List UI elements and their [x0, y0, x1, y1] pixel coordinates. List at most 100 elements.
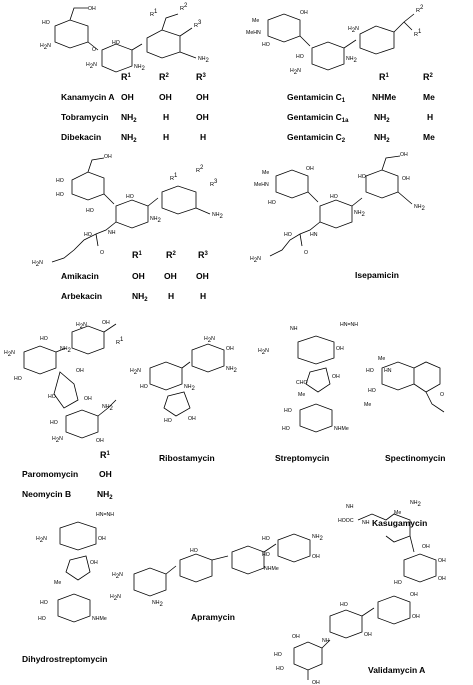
- table-cell: OH: [164, 271, 177, 281]
- table-header: R2: [423, 72, 434, 82]
- ho-label: HO: [48, 394, 56, 400]
- oh-label: OH: [364, 632, 372, 638]
- ho-label: HO: [284, 232, 292, 238]
- table-cell: Me: [423, 132, 435, 142]
- ho-label: HO: [164, 418, 172, 424]
- oh-label: OH: [438, 558, 446, 564]
- compound-name: Dibekacin: [61, 132, 101, 142]
- table-header: R3: [196, 72, 207, 82]
- oh-label: OH: [306, 166, 314, 172]
- compound-name: Streptomycin: [275, 453, 329, 463]
- oh-label: OH: [84, 396, 92, 402]
- ho-label: HO: [262, 42, 270, 48]
- table-cell: OH: [121, 92, 134, 102]
- neomycin-table: R1 Paromomycin OH Neomycin B NH2: [22, 450, 113, 501]
- h2n-label: H2N: [348, 26, 359, 34]
- gentamicin-family-structure: Me MeHN HO OH HO H2N NH2 H2N R2 R1: [246, 5, 424, 76]
- ho-label: HO: [50, 420, 58, 426]
- table-cell: H: [168, 291, 174, 301]
- table-header: R1: [132, 250, 143, 260]
- table-header: R2: [159, 72, 170, 82]
- nh2-label: NH2: [410, 500, 422, 508]
- nh2-label: NH2: [184, 384, 196, 392]
- compound-name: Isepamicin: [355, 270, 399, 280]
- r2-label: R2: [180, 3, 188, 12]
- ho-label: HO: [40, 600, 48, 606]
- ho-label: HO: [140, 384, 148, 390]
- h2n-label: H2N: [130, 368, 141, 376]
- ho-label: HO: [262, 552, 270, 558]
- ho-label: HO: [282, 426, 290, 432]
- oh-label: OH: [98, 536, 106, 542]
- paromomycin-structure: H2N OH R1 H2N HO NH2 HO OH HO OH NH2 HO …: [4, 320, 124, 444]
- ho-label: HO: [38, 616, 46, 622]
- hn-label: HO: [366, 368, 374, 374]
- spectinomycin-structure: Me HO HN HO Me O: [364, 356, 445, 413]
- isepamicin-structure: Me MeHN HO OH HO NH2 HO OH OH NH2 HN HO …: [250, 152, 426, 264]
- gentamicin-table: R1 R2 Gentamicin C1 NHMe Me Gentamicin C…: [287, 72, 435, 144]
- compound-name: Amikacin: [61, 271, 99, 281]
- nh2-label: NH2: [150, 216, 162, 224]
- oh-label: OH: [438, 576, 446, 582]
- oh-label: OH: [104, 154, 112, 160]
- oh-label: OH: [188, 416, 196, 422]
- nh2-label: NH2: [346, 56, 358, 64]
- nh2-label: NH2: [198, 56, 210, 64]
- ho-label: HO: [358, 174, 366, 180]
- oh-label: OH: [226, 346, 234, 352]
- nh2-label: NH2: [226, 366, 238, 374]
- ho-label: HO: [112, 40, 120, 46]
- me-label: Me: [378, 356, 385, 362]
- r2-label: R2: [196, 165, 204, 174]
- h2n-label: H2N: [112, 572, 123, 580]
- h2n-label: H2N: [36, 536, 47, 544]
- oxygen-label: O: [100, 250, 104, 256]
- oh-label: OH: [88, 6, 96, 12]
- table-cell: NH2: [97, 489, 113, 501]
- compound-name: Tobramycin: [61, 112, 109, 122]
- r3-label: R3: [194, 20, 202, 29]
- table-cell: OH: [159, 92, 172, 102]
- ribostamycin-structure: H2N OH NH2 H2N HO NH2 HO OH: [130, 336, 238, 424]
- table-cell: H: [163, 132, 169, 142]
- nh-label: NH: [346, 504, 354, 510]
- hn-label: HN: [310, 232, 318, 238]
- table-header: R2: [166, 250, 177, 260]
- h2n-label: H2N: [4, 350, 15, 358]
- me-label: Me: [298, 392, 305, 398]
- compound-name: Gentamicin C1: [287, 92, 346, 104]
- table-header: R1: [121, 72, 132, 82]
- compound-name: Arbekacin: [61, 291, 102, 301]
- nh2-label: NH2: [134, 64, 146, 72]
- r2-label: R2: [416, 5, 424, 14]
- nh-label: NH: [322, 638, 330, 644]
- r3-label: R3: [210, 179, 218, 188]
- table-cell: H: [200, 132, 206, 142]
- compound-name: Validamycin A: [368, 665, 425, 675]
- me-label: Me: [262, 170, 269, 176]
- r1-label: R1: [414, 29, 422, 38]
- amikacin-family-structure: HO HO OH HO HO NH2 NH HO O H2N R1 R2 R3 …: [32, 154, 224, 268]
- mehn-label: MeHN: [246, 30, 261, 36]
- ho-label: HO: [14, 376, 22, 382]
- table-cell: OH: [196, 92, 209, 102]
- table-cell: NH2: [374, 112, 390, 124]
- nh2-label: NH2: [152, 600, 164, 608]
- compound-name: Ribostamycin: [159, 453, 215, 463]
- table-header: R1: [379, 72, 390, 82]
- table-cell: NH2: [121, 132, 137, 144]
- ho-label: HO: [56, 192, 64, 198]
- nh2-label: NH2: [354, 210, 366, 218]
- validamycin-a-structure: HO OH OH OH OH HO HO NH OH: [274, 592, 420, 685]
- me-label: Me: [364, 402, 371, 408]
- ho-label: HO: [276, 666, 284, 672]
- dihydrostreptomycin-structure: HN=NH H2N OH OH Me HO HO NHMe: [36, 512, 114, 623]
- table-header: R1: [100, 450, 111, 460]
- compound-name: Neomycin B: [22, 489, 71, 499]
- h2n-label: H2N: [52, 436, 63, 444]
- ho-label: HO: [268, 200, 276, 206]
- nhme-label: NHMe: [264, 566, 279, 572]
- table-cell: NH2: [121, 112, 137, 124]
- h2n-label: H2N: [290, 68, 301, 76]
- oh-label: OH: [332, 374, 340, 380]
